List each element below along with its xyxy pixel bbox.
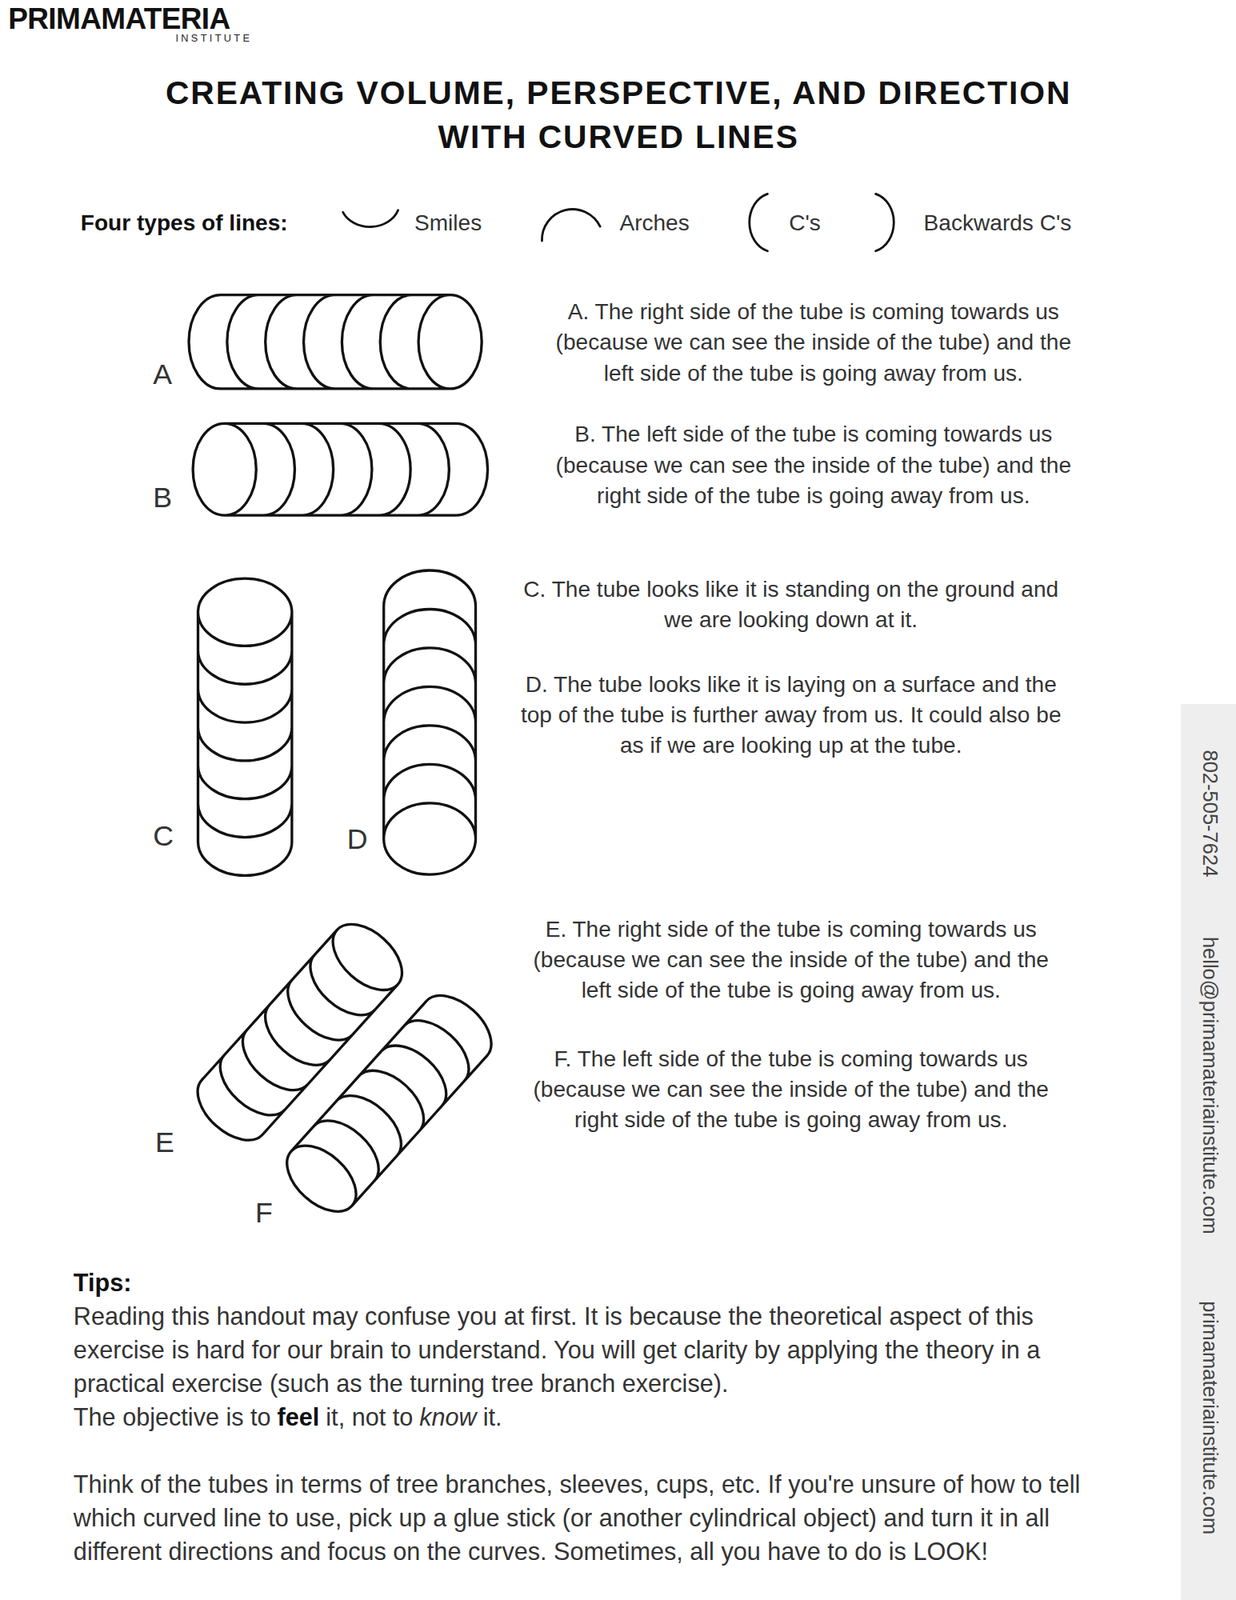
tube-a-outline (188, 295, 482, 389)
tube-b (192, 423, 488, 516)
figure-description: E. The right side of the tube is coming … (525, 914, 1056, 1007)
figure-description: A. The right side of the tube is coming … (548, 296, 1079, 389)
tube-b-outline (192, 423, 488, 516)
line-type-name: C's (788, 208, 821, 239)
tips-heading: Tips: (73, 1268, 132, 1296)
contact-text: primamateriainstitute.com (1198, 1300, 1224, 1535)
tips-phrase: it. (483, 1403, 503, 1431)
tube-f (274, 983, 504, 1224)
figure-letter: B (152, 480, 172, 516)
tube-a (188, 295, 482, 389)
tips-phrase: The objective is to (73, 1403, 272, 1431)
tube-d (384, 570, 476, 875)
line-type-name: Backwards C's (924, 208, 1072, 239)
contact-text: hello@primamateriainstitute.com (1198, 936, 1224, 1235)
tube-e-outline (185, 912, 415, 1153)
logo-subtitle: INSTITUTE (175, 32, 252, 45)
tips-paragraph: Reading this handout may confuse you at … (73, 1299, 1095, 1400)
smile-icon (343, 210, 399, 228)
tips-phrase: feel (277, 1403, 320, 1431)
c-icon (749, 193, 768, 251)
figure-letter: E (155, 1125, 175, 1160)
tube-f-outline (274, 983, 504, 1224)
arch-icon (541, 209, 600, 241)
page-title: CREATING VOLUME, PERSPECTIVE, AND DIRECT… (128, 71, 1109, 160)
tube-c (198, 578, 292, 876)
figure-description: F. The left side of the tube is coming t… (525, 1044, 1056, 1136)
tips-paragraph: Think of the tubes in terms of tree bran… (73, 1467, 1095, 1568)
tips-phrase: it, not to (325, 1403, 413, 1431)
line-type-name: Arches (619, 208, 689, 239)
figure-letter: F (255, 1196, 273, 1231)
tips-phrase: know (419, 1403, 476, 1431)
line-type-name: Smiles (414, 208, 482, 239)
figure-description: D. The tube looks like it is laying on a… (520, 669, 1062, 762)
tube-e (185, 912, 415, 1153)
tube-c-outline (198, 578, 292, 876)
tube-d-outline (384, 570, 476, 875)
figure-letter: D (347, 822, 368, 857)
line-types-heading: Four types of lines: (80, 208, 288, 239)
tubes (185, 295, 504, 1224)
contact-text: 802-505-7624 (1198, 749, 1224, 877)
figure-letter: C (152, 819, 174, 854)
logo-text: PRIMAMATERIA (8, 2, 230, 36)
tips-block: Tips: Reading this handout may confuse yo… (73, 1265, 1095, 1569)
backward-c-icon (876, 193, 895, 251)
contact-sidebar (1180, 704, 1236, 1600)
figure-description: B. The left side of the tube is coming t… (548, 419, 1079, 512)
figure-letter: A (152, 356, 172, 392)
figure-description: C. The tube looks like it is standing on… (520, 574, 1062, 636)
